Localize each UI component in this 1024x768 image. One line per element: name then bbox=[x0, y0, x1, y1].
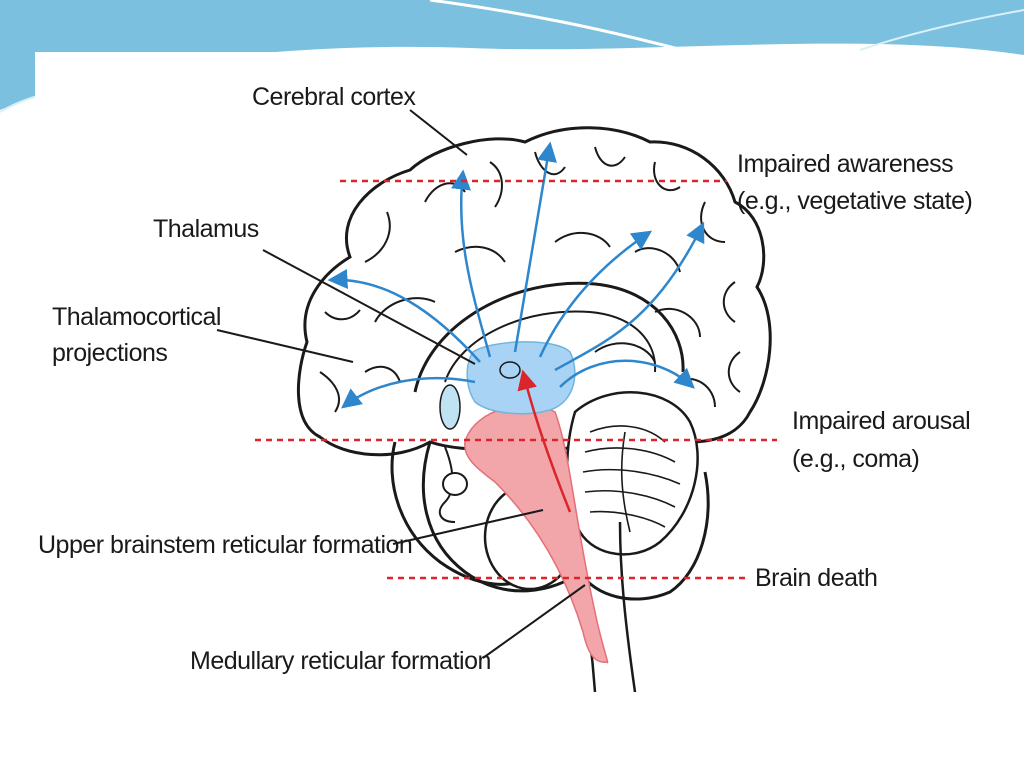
brain-death-label: Brain death bbox=[755, 564, 878, 592]
leader-lines bbox=[216, 109, 586, 659]
upper-brainstem-leader bbox=[392, 509, 544, 545]
thalamocortical-label-line1: Thalamocortical bbox=[52, 303, 221, 331]
header-wave-highlight bbox=[429, 0, 691, 54]
header-wave bbox=[0, 0, 1024, 110]
threshold-lines bbox=[255, 179, 777, 580]
hypothalamus-blue bbox=[439, 384, 461, 430]
slide-header-decoration bbox=[0, 0, 1024, 113]
thalamus-region bbox=[466, 341, 576, 415]
cerebral-cortex-leader bbox=[409, 109, 468, 156]
upper-brainstem-label: Upper brainstem reticular formation bbox=[38, 531, 413, 559]
thalamus-leader bbox=[262, 249, 476, 365]
cerebellum bbox=[565, 391, 699, 556]
thalamocortical-arrows bbox=[327, 141, 705, 409]
pituitary-gland bbox=[442, 472, 468, 496]
impaired-awareness-label-line1: Impaired awareness bbox=[737, 150, 954, 178]
thalamus-label: Thalamus bbox=[153, 215, 259, 243]
brain-diagram bbox=[216, 109, 777, 693]
header-streak bbox=[859, 9, 1024, 51]
thalamocortical-leader bbox=[216, 329, 354, 363]
ascending-arousal-arrow bbox=[517, 369, 572, 513]
impaired-arousal-label-line2: (e.g., coma) bbox=[792, 445, 920, 473]
impaired-awareness-label-line2: (e.g., vegetative state) bbox=[737, 187, 973, 215]
impaired-arousal-label-line1: Impaired arousal bbox=[792, 407, 971, 435]
medullary-label: Medullary reticular formation bbox=[190, 647, 491, 675]
brain-diagram-panel: Cerebral cortex Thalamus Thalamocortical… bbox=[35, 52, 983, 698]
reticular-formation bbox=[464, 404, 609, 664]
pituitary bbox=[438, 446, 456, 523]
medullary-leader bbox=[482, 584, 586, 659]
cerebral-cortex-label: Cerebral cortex bbox=[252, 83, 416, 111]
thalamocortical-label-line2: projections bbox=[52, 339, 168, 367]
